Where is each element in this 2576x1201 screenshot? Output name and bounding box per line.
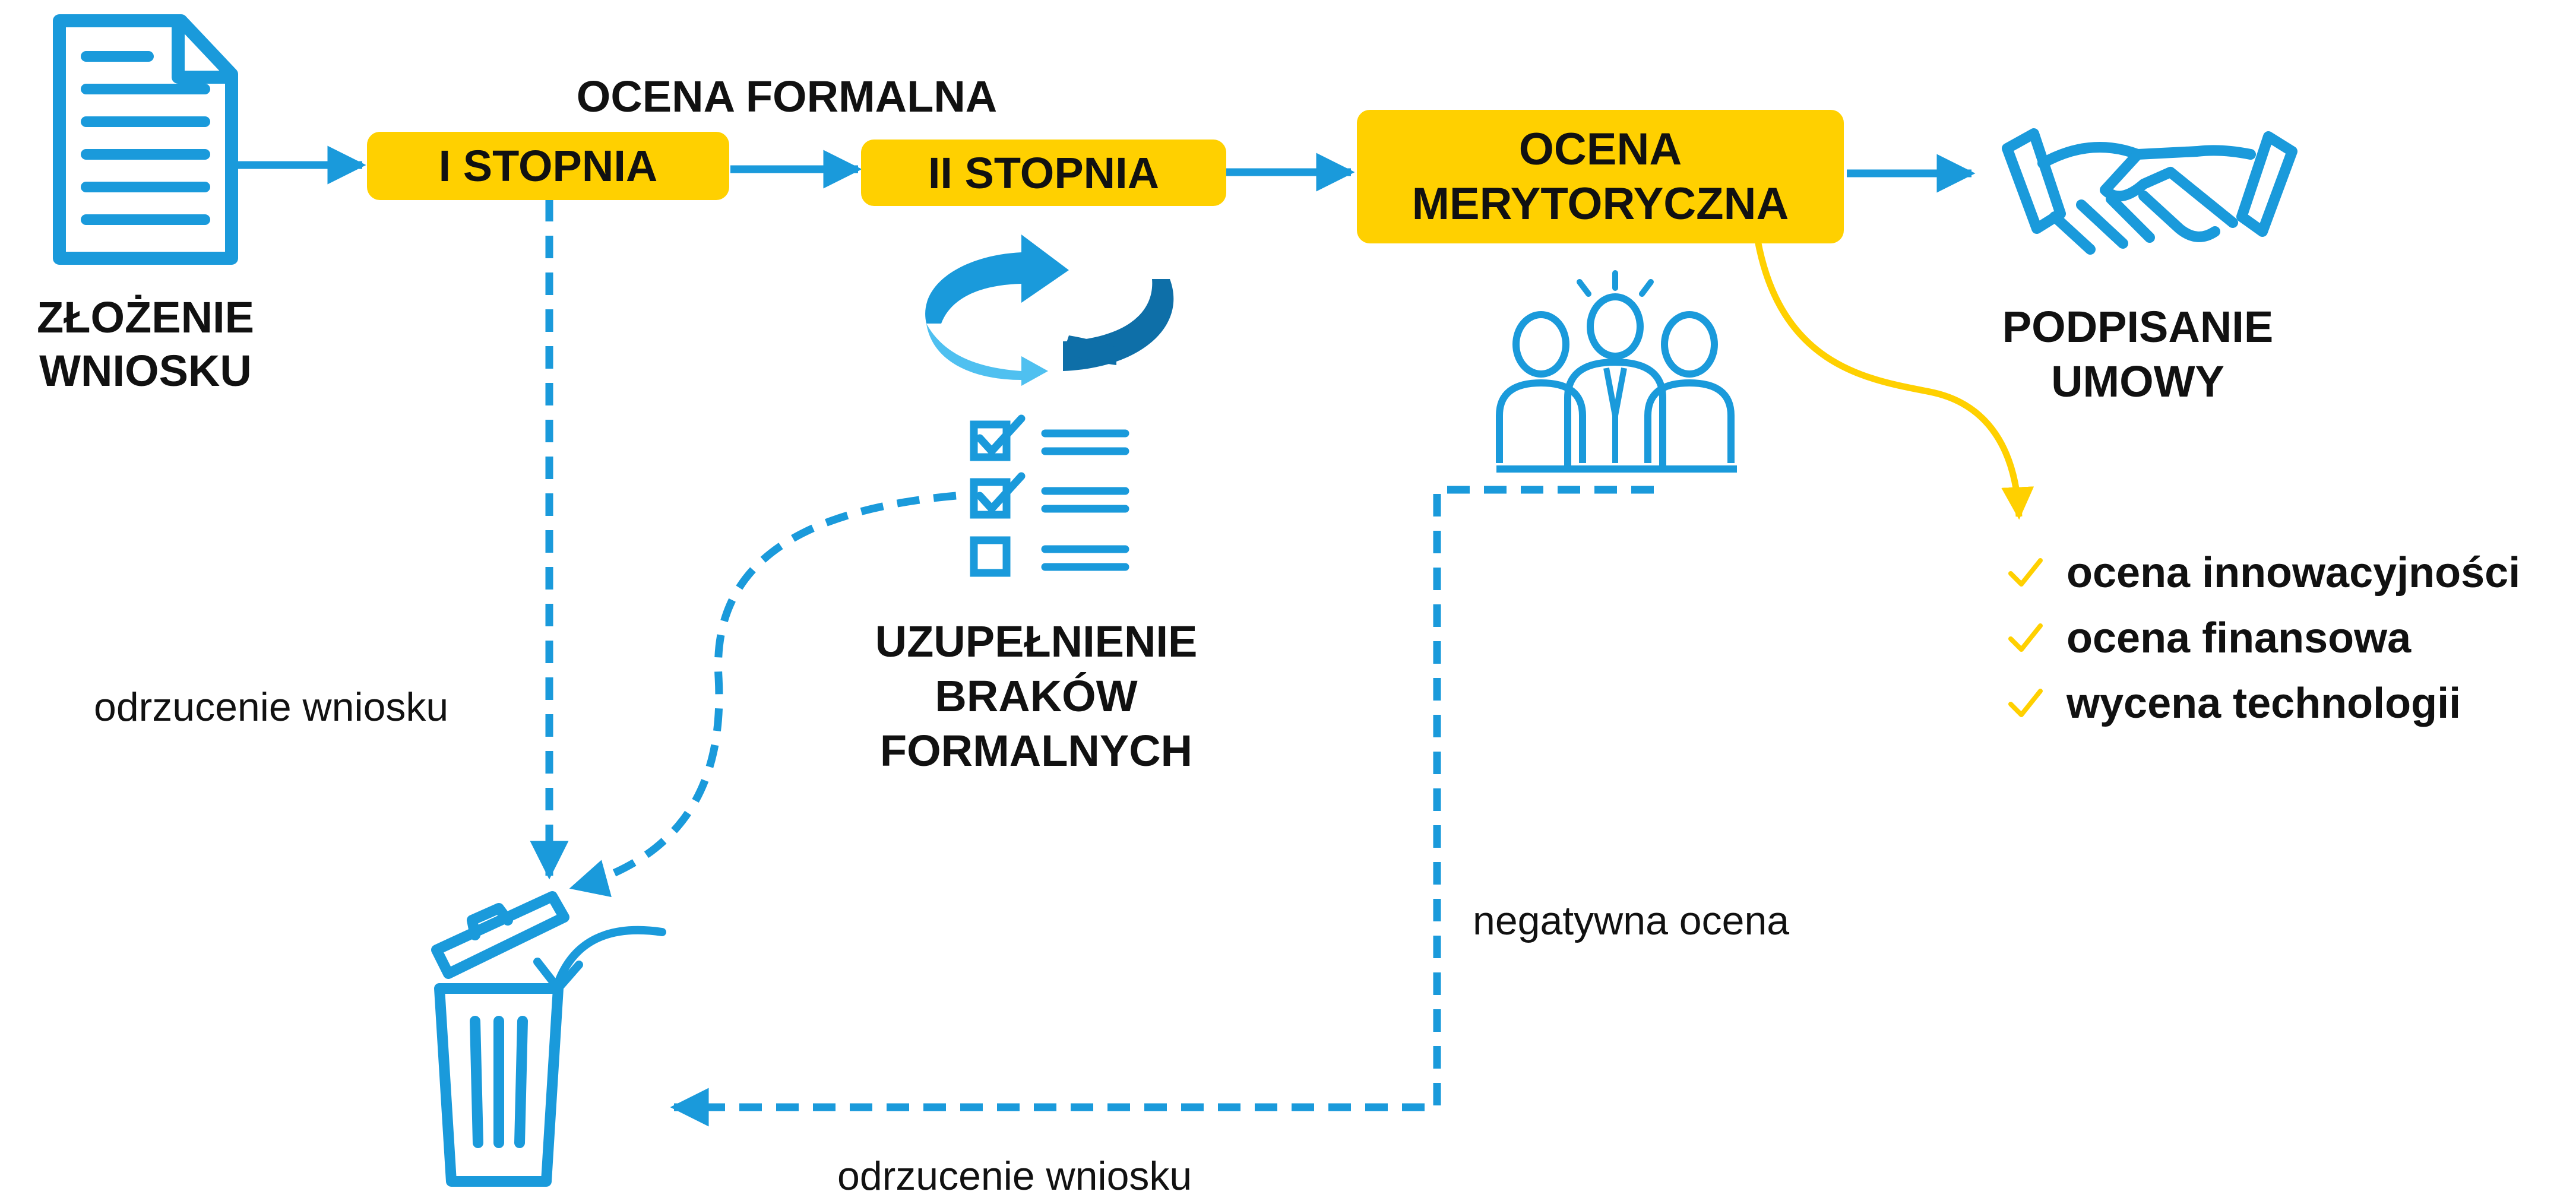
stage1-box: I STOPNIA: [367, 132, 729, 200]
check-icon: [2008, 689, 2043, 717]
criteria-label: ocena innowacyjności: [2067, 549, 2521, 597]
stage2-box: II STOPNIA: [861, 140, 1226, 206]
team-icon: [1496, 270, 1737, 473]
merit-label-line1: OCENA: [1518, 123, 1682, 175]
negative-assessment-label: negatywna ocena: [1473, 898, 1790, 943]
stage1-label: I STOPNIA: [438, 141, 658, 191]
supplement-label-line3: FORMALNYCH: [879, 726, 1193, 775]
formal-assessment-header: OCENA FORMALNA: [576, 72, 998, 121]
dashed-path-merit-reject: [670, 486, 1654, 1127]
handshake-icon: [2002, 128, 2297, 255]
criteria-item: ocena finansowa: [2007, 606, 2520, 671]
contract-label-line2: UMOWY: [2051, 357, 2224, 406]
check-icon: [2008, 558, 2043, 587]
dashed-path-supplement-reject: [569, 492, 957, 898]
reject-label-bottom: odrzucenie wniosku: [837, 1154, 1192, 1199]
contract-label: PODPISANIE UMOWY: [2002, 300, 2273, 409]
supplement-label: UZUPEŁNIENIE BRAKÓW FORMALNYCH: [875, 614, 1198, 778]
arrow-merit-to-criteria: [1754, 239, 2034, 520]
reject-label-left: odrzucenie wniosku: [94, 685, 449, 730]
contract-label-line1: PODPISANIE: [2002, 302, 2274, 351]
check-icon: [2008, 623, 2043, 652]
criteria-label: ocena finansowa: [2067, 614, 2412, 662]
submission-label-line2: WNIOSKU: [39, 346, 252, 395]
criteria-item: wycena technologii: [2007, 671, 2520, 736]
trash-icon: [431, 891, 666, 1187]
document-icon: [53, 14, 238, 265]
stage2-label: II STOPNIA: [928, 148, 1160, 198]
merit-box: OCENA MERYTORYCZNA: [1357, 110, 1844, 243]
criteria-list: ocena innowacyjności ocena finansowa wyc…: [2007, 540, 2520, 736]
supplement-label-line1: UZUPEŁNIENIE: [875, 617, 1198, 666]
merit-label-line2: MERYTORYCZNA: [1412, 178, 1789, 229]
supplement-label-line2: BRAKÓW: [935, 671, 1138, 721]
cycle-arrows-icon: [925, 235, 1174, 386]
submission-label: ZŁOŻENIE WNIOSKU: [37, 291, 254, 398]
checklist-icon: [970, 414, 1129, 577]
criteria-item: ocena innowacyjności: [2007, 540, 2520, 606]
criteria-label: wycena technologii: [2067, 680, 2461, 727]
submission-label-line1: ZŁOŻENIE: [37, 293, 254, 342]
